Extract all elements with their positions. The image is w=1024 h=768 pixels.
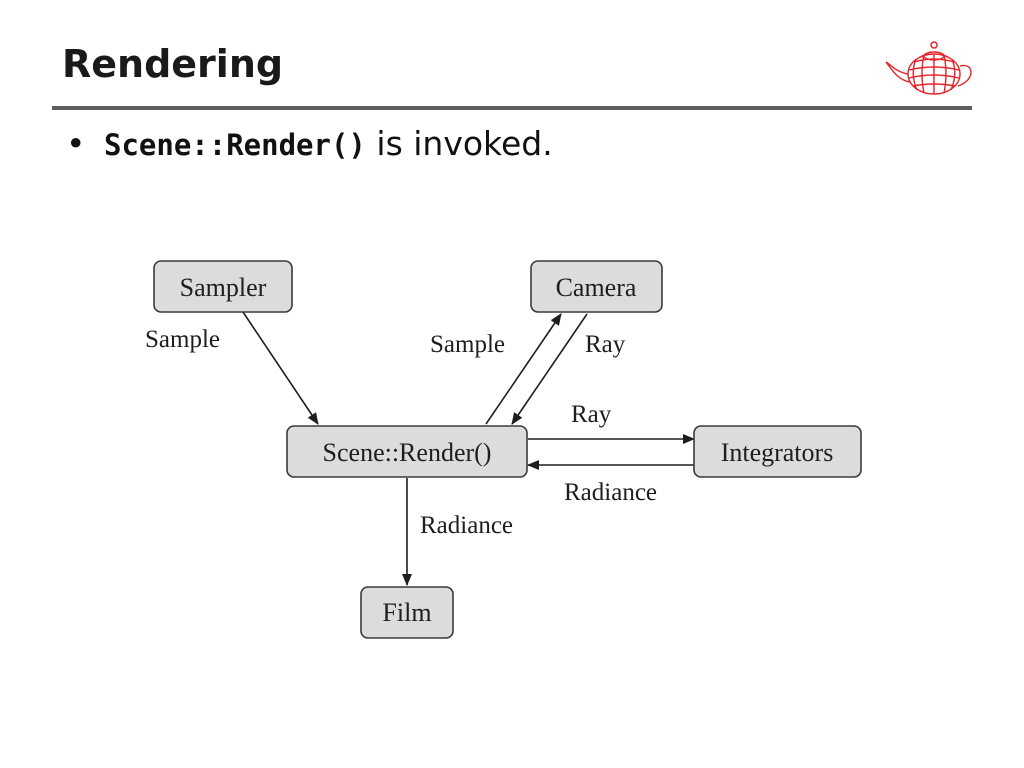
node-scene-render-label: Scene::Render() [323,438,492,467]
edge-render-to-camera [485,313,562,425]
teapot-icon [885,41,972,95]
edge-label-integrators-ray: Ray [571,401,612,428]
node-film: Film [360,586,454,639]
node-scene-render: Scene::Render() [286,425,528,478]
node-integrators: Integrators [693,425,862,478]
bullet-dot: • [66,124,86,163]
edge-label-integrators-radiance: Radiance [564,479,657,506]
bullet-code: Scene::Render() [104,128,366,162]
bullet-text: is invoked. [365,124,553,163]
title-divider [52,106,972,110]
edge-sampler-to-render [242,311,319,425]
edge-label-sampler-sample: Sample [145,326,220,353]
edge-label-camera-ray: Ray [585,331,626,358]
edge-label-film-radiance: Radiance [420,512,513,539]
slide-title: Rendering [62,42,284,86]
node-sampler: Sampler [153,260,293,313]
node-camera-label: Camera [556,273,637,302]
node-camera: Camera [530,260,663,313]
node-sampler-label: Sampler [180,273,267,302]
node-integrators-label: Integrators [721,438,834,467]
bullet-item: • Scene::Render() is invoked. [66,124,553,163]
edge-camera-to-render [511,313,588,425]
node-film-label: Film [382,598,431,627]
edge-label-camera-sample: Sample [430,331,505,358]
